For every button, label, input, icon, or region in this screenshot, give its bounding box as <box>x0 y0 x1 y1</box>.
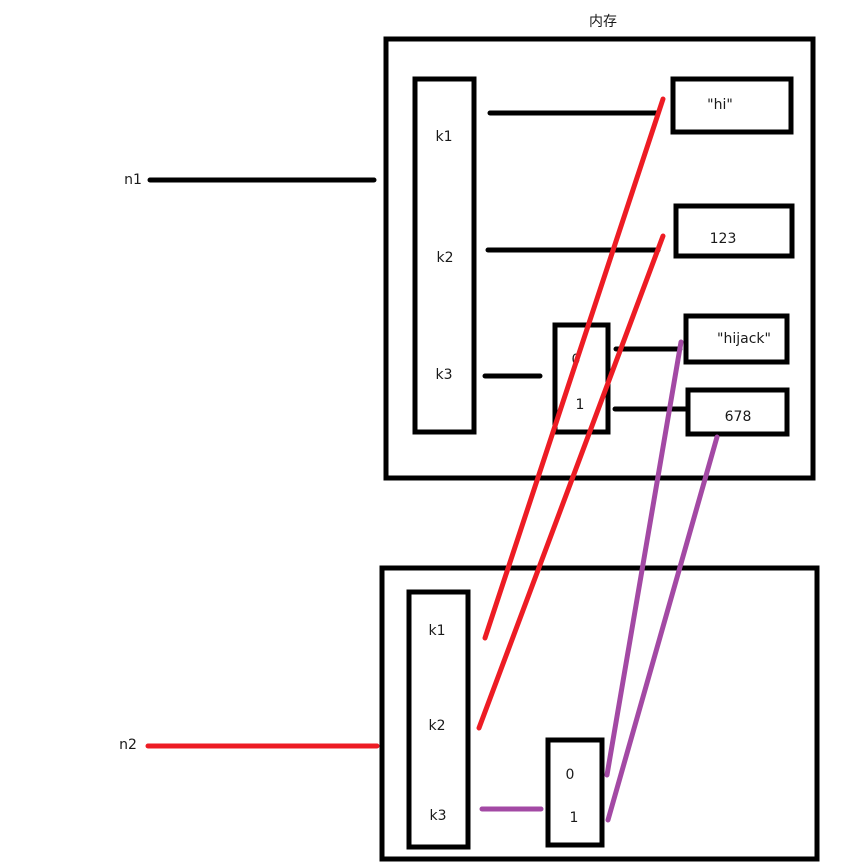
n2-array-box <box>545 737 605 848</box>
memory-title: 内存 <box>589 14 617 30</box>
n1-key-k1: k1 <box>435 129 452 145</box>
n1-key-k2: k2 <box>436 250 453 266</box>
n1-keys-box <box>412 76 477 435</box>
value-box-123 <box>673 203 795 259</box>
n1-label: n1 <box>124 172 142 188</box>
n2-object-box <box>379 565 820 862</box>
value-hijack: "hijack" <box>717 331 771 347</box>
value-box-hi <box>670 76 794 135</box>
value-box-hijack <box>683 313 790 365</box>
n2-keys-box <box>406 589 471 850</box>
n2-key-k1: k1 <box>428 623 445 639</box>
n2-k1-to-hi-link <box>482 96 666 641</box>
value-678: 678 <box>725 409 752 425</box>
value-box-678 <box>685 387 790 437</box>
n1-object-box <box>383 36 816 481</box>
value-hi: "hi" <box>707 97 733 113</box>
n2-index0-to-hijack-link <box>604 339 684 778</box>
n2-array-index-1: 1 <box>570 810 579 826</box>
n2-key-k2: k2 <box>428 718 445 734</box>
n1-key-k3: k3 <box>435 367 452 383</box>
n1-array-index-1: 1 <box>576 397 585 413</box>
value-123: 123 <box>710 231 737 247</box>
n2-label: n2 <box>119 737 137 753</box>
n2-array-index-0: 0 <box>566 767 575 783</box>
n2-key-k3: k3 <box>429 808 446 824</box>
n2-k2-to-123-link <box>476 233 666 731</box>
n2-index1-to-678-link <box>605 434 720 823</box>
